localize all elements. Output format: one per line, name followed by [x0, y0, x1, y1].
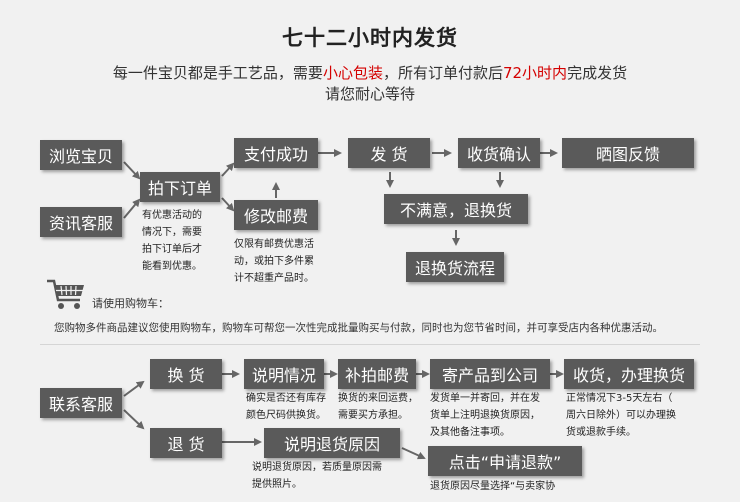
note-apply-refund: 退货原因尽量选择“与卖家协: [430, 478, 555, 495]
note-line: 计不超重产品时。: [234, 273, 314, 284]
step-contact-service: 联系客服: [40, 388, 122, 418]
note-return-reason: 说明退货原因，若质量原因需 提供照片。: [252, 459, 382, 493]
note-line: 正常情况下3-5天左右（: [566, 393, 673, 404]
step-repay-postage: 补拍邮费: [338, 359, 416, 389]
note-line: 退货原因尽量选择“与卖家协: [430, 481, 556, 492]
step-apply-refund: 点击“申请退款”: [428, 446, 582, 476]
note-line: 换货的来回运费，: [338, 393, 418, 404]
note-line: 有优惠活动的: [142, 210, 202, 221]
note-line: 周六日除外）可以办理换: [566, 410, 676, 421]
step-explain-return-reason: 说明退货原因: [264, 428, 400, 458]
note-line: 动，或拍下多件累: [234, 256, 314, 267]
arrow-browse-to-order: [123, 161, 141, 180]
shopping-cart-icon: [46, 278, 86, 312]
note-line: 能看到优惠。: [142, 261, 202, 272]
step-photo-review: 晒图反馈: [562, 138, 694, 168]
arrow-explain-to-apply: [401, 447, 426, 460]
note-postage-discount: 仅限有邮费优惠活 动，或拍下多件累 计不超重产品时。: [234, 236, 314, 287]
step-send-to-company: 寄产品到公司: [430, 359, 550, 389]
note-line: 需要买方承担。: [338, 410, 408, 421]
step-exchange: 换 货: [150, 359, 222, 389]
subtitle-line-1: 每一件宝贝都是手工艺品，需要小心包装，所有订单付款后72小时内完成发货: [0, 62, 740, 83]
step-return-goods: 退 货: [150, 428, 222, 458]
step-confirm-receipt: 收货确认: [458, 138, 540, 168]
step-explain-situation: 说明情况: [244, 359, 324, 389]
note-repay-postage: 换货的来回运费， 需要买方承担。: [338, 390, 418, 424]
cart-label: 请使用购物车：: [92, 297, 169, 310]
note-line: 情况下，需要: [142, 227, 202, 238]
arrow-contact-to-return: [123, 409, 145, 430]
note-line: 货单上注明退换货原因，: [430, 410, 540, 421]
subtitle-highlight-72h: 72小时内: [502, 64, 568, 82]
arrow-order-to-modify: [221, 197, 235, 212]
note-line: 仅限有邮费优惠活: [234, 239, 314, 250]
note-line: 及其他备注事项。: [430, 427, 510, 438]
subtitle-text-c: 完成发货: [567, 64, 628, 82]
note-line: 确实是否还有库存: [246, 393, 326, 404]
note-receive-handle: 正常情况下3-5天左右（ 周六日除外）可以办理换 货或退款手续。: [566, 390, 676, 441]
cart-description: 您购物多件商品建议您使用购物车，购物车可帮您一次性完成批量购买与付款，同时也为您…: [54, 322, 663, 334]
note-line: 提供照片。: [252, 479, 302, 490]
note-line: 货或退款手续。: [566, 427, 636, 438]
note-send-to-company: 发货单一并寄回，并在发 货单上注明退换货原因， 及其他备注事项。: [430, 390, 540, 441]
subtitle-text-a: 每一件宝贝都是手工艺品，需要: [112, 64, 323, 82]
arrow-contact-to-exchange: [123, 380, 145, 397]
note-line: 拍下订单后才: [142, 244, 202, 255]
note-order-discount: 有优惠活动的 情况下，需要 拍下订单后才 能看到优惠。: [142, 207, 202, 275]
step-return-flow: 退换货流程: [406, 252, 504, 282]
step-receive-handle-exchange: 收货，办理换货: [564, 359, 694, 389]
step-consult-service: 资讯客服: [40, 207, 122, 237]
note-line: 颜色尺码供换货。: [246, 410, 326, 421]
note-line: 说明退货原因，若质量原因需: [252, 462, 382, 473]
note-explain-situation: 确实是否还有库存 颜色尺码供换货。: [246, 390, 326, 424]
step-unsatisfied-return: 不满意，退换货: [384, 194, 528, 224]
page-title: 七十二小时内发货: [282, 26, 458, 50]
arrow-consult-to-order: [123, 198, 141, 219]
note-line: 发货单一并寄回，并在发: [430, 393, 540, 404]
step-place-order: 拍下订单: [140, 172, 220, 202]
step-ship: 发 货: [348, 138, 430, 168]
section-divider: [40, 344, 700, 345]
step-modify-postage: 修改邮费: [234, 200, 318, 230]
subtitle-line-2: 请您耐心等待: [324, 85, 415, 103]
subtitle-text-b: ，所有订单付款后: [382, 64, 503, 82]
step-browse-items: 浏览宝贝: [40, 140, 122, 170]
subtitle-highlight-packaging: 小心包装: [322, 64, 383, 82]
step-payment-success: 支付成功: [234, 138, 318, 168]
arrow-order-to-pay: [221, 162, 235, 177]
